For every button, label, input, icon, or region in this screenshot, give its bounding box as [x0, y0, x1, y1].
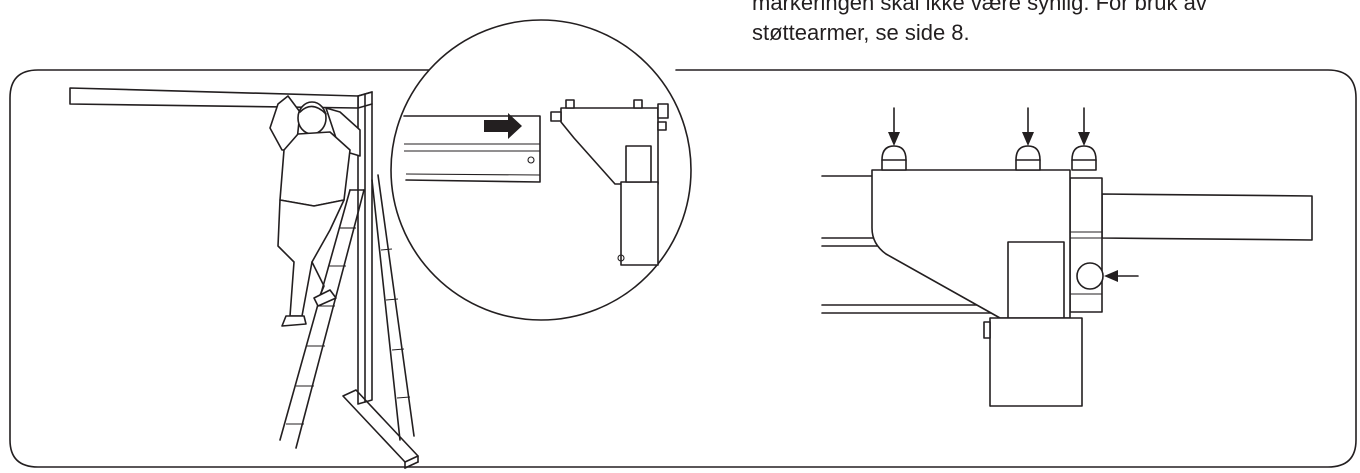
- main-tube: [821, 175, 997, 314]
- left-arrow-icon: [1104, 270, 1139, 282]
- illustration-frame: [9, 69, 1357, 468]
- ladder-scene: [69, 87, 419, 469]
- detail-magnifier: [390, 19, 692, 321]
- caption-line-1: markeringen skal ikke være synlig. For b…: [752, 0, 1207, 15]
- right-arrow-icon: [484, 113, 522, 139]
- person-figure: [269, 95, 361, 327]
- down-arrow-icon: [888, 107, 1090, 146]
- caption-line-2: støttearmer, se side 8.: [752, 20, 970, 45]
- awning-profile: [69, 87, 373, 109]
- bracket-detail: [821, 107, 1313, 407]
- ladder: [279, 174, 415, 449]
- inner-profile: [403, 115, 541, 183]
- lower-post: [983, 317, 1083, 407]
- extension-arm: [1101, 193, 1313, 241]
- clamp-collar: [1069, 177, 1104, 313]
- bracket-housing: [550, 99, 669, 266]
- screw-heads: [881, 145, 1097, 171]
- slider-block: [1007, 241, 1065, 319]
- instruction-caption: markeringen skal ikke være synlig. For b…: [752, 0, 1352, 48]
